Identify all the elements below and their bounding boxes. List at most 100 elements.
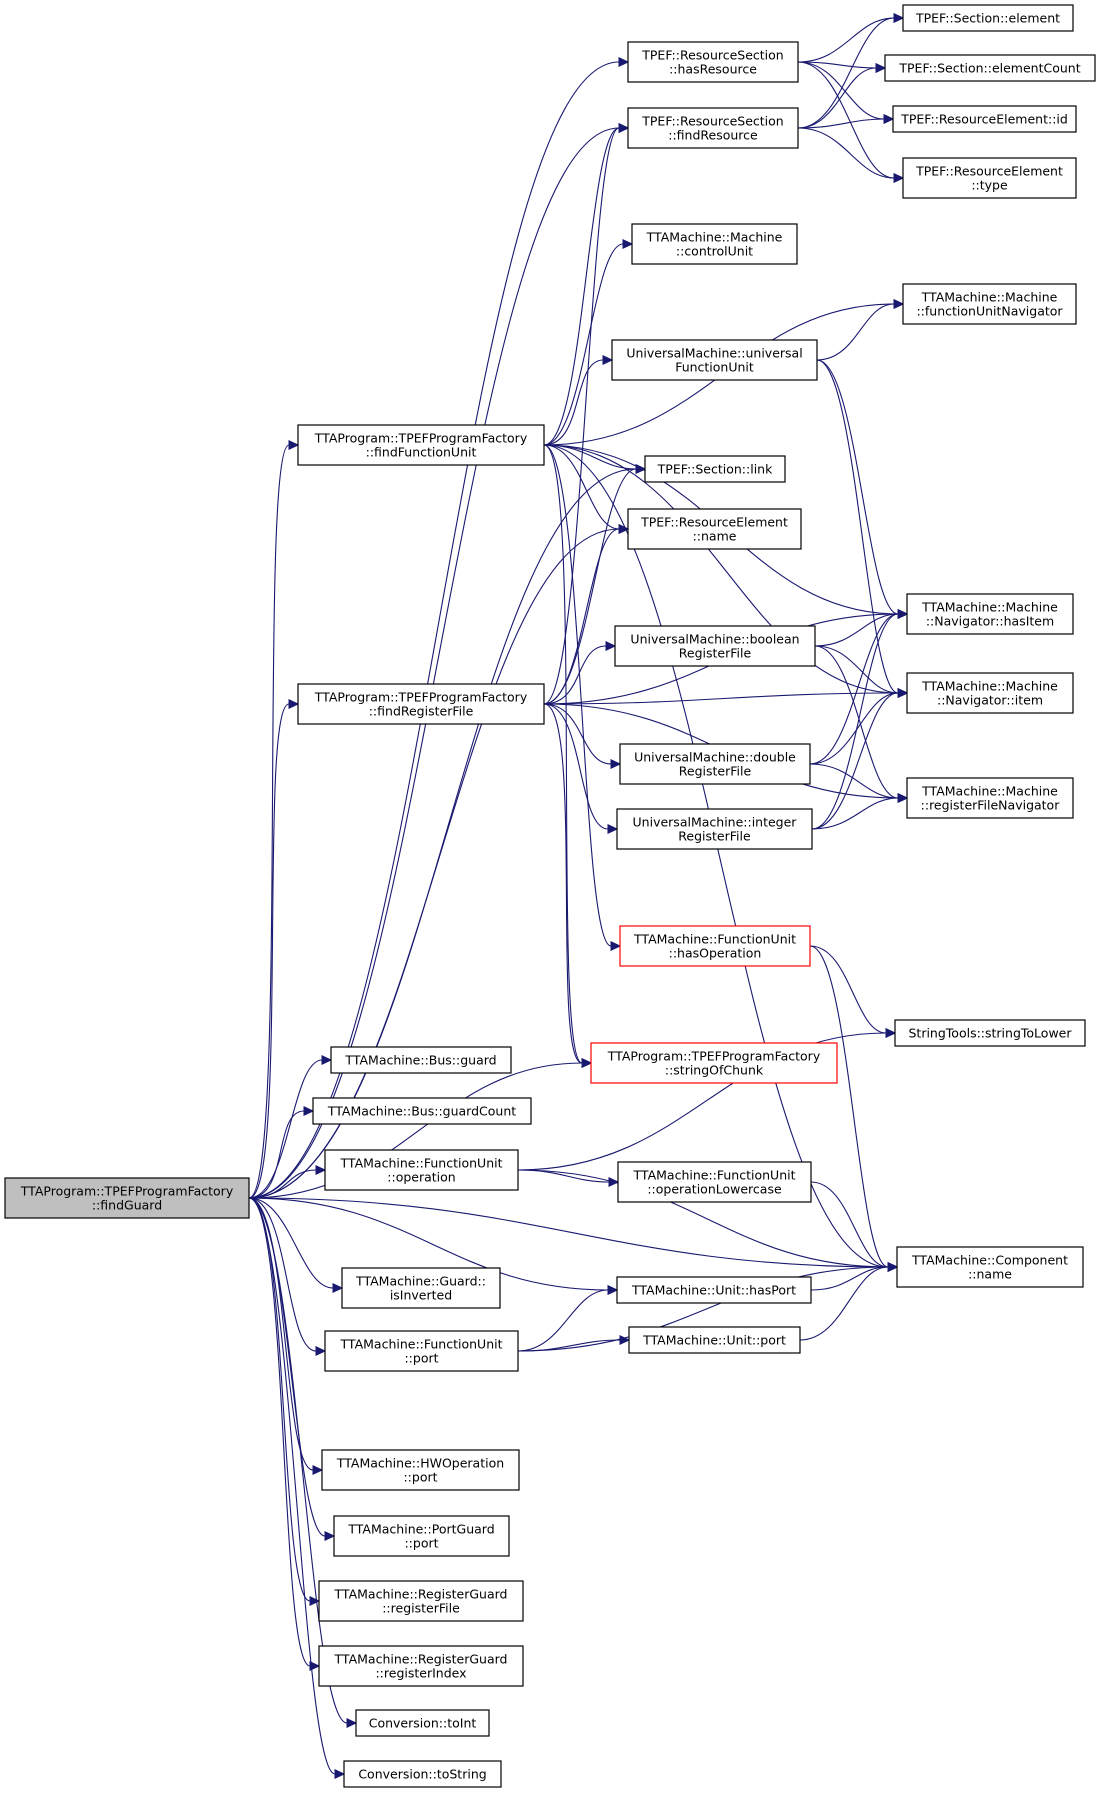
- edge-find-register-file-to-double-rf: [543, 703, 622, 769]
- edge-line: [248, 468, 637, 1199]
- node-box[interactable]: [892, 105, 1077, 133]
- node-box[interactable]: [343, 1760, 502, 1788]
- node-box[interactable]: [644, 455, 786, 483]
- node-box[interactable]: [616, 1276, 812, 1304]
- node-nav-has-item[interactable]: TTAMachine::Machine::Navigator::hasItem: [906, 593, 1074, 635]
- node-conv-to-string[interactable]: Conversion::toString: [343, 1760, 502, 1788]
- node-find-guard[interactable]: TTAProgram::TPEFProgramFactory::findGuar…: [4, 1177, 250, 1219]
- arrowhead: [332, 1283, 344, 1293]
- node-box[interactable]: [902, 283, 1077, 325]
- node-box[interactable]: [297, 683, 545, 725]
- node-fu-has-operation[interactable]: TTAMachine::FunctionUnit::hasOperation: [619, 925, 811, 967]
- node-label-line: TTAMachine::Machine: [921, 679, 1058, 694]
- node-box[interactable]: [324, 1330, 519, 1372]
- node-component-name[interactable]: TTAMachine::Component::name: [896, 1246, 1084, 1288]
- node-box[interactable]: [628, 1326, 801, 1354]
- edge-line: [797, 118, 885, 129]
- node-box[interactable]: [341, 1267, 501, 1309]
- edge-line: [797, 61, 877, 69]
- node-box[interactable]: [884, 54, 1096, 82]
- node-box[interactable]: [333, 1515, 510, 1557]
- node-box[interactable]: [616, 808, 813, 850]
- node-box[interactable]: [619, 743, 811, 785]
- node-box[interactable]: [906, 593, 1074, 635]
- edge-line: [248, 1197, 311, 1667]
- edge-line: [248, 1059, 323, 1199]
- edge-find-register-file-to-int-rf: [543, 703, 619, 834]
- node-guard-inverted[interactable]: TTAMachine::Guard::isInverted: [341, 1267, 501, 1309]
- arrowhead: [334, 1769, 346, 1779]
- arrowhead: [635, 464, 647, 474]
- node-box[interactable]: [590, 1042, 838, 1084]
- node-label-line: UniversalMachine::double: [634, 750, 796, 765]
- node-fu-port[interactable]: TTAMachine::FunctionUnit::port: [324, 1330, 519, 1372]
- node-fu-op-lower[interactable]: TTAMachine::FunctionUnit::operationLower…: [617, 1161, 812, 1203]
- node-box[interactable]: [318, 1645, 524, 1687]
- edges-layer: [248, 13, 909, 1779]
- node-bus-guard[interactable]: TTAMachine::Bus::guard: [330, 1046, 512, 1074]
- node-label-line: ::type: [971, 178, 1008, 193]
- node-box[interactable]: [906, 672, 1074, 714]
- node-string-to-lower[interactable]: StringTools::stringToLower: [894, 1019, 1086, 1047]
- node-box[interactable]: [906, 777, 1074, 819]
- node-has-resource[interactable]: TPEF::ResourceSection::hasResource: [627, 41, 799, 83]
- node-box[interactable]: [324, 1149, 519, 1191]
- node-box[interactable]: [614, 625, 816, 667]
- node-box[interactable]: [611, 339, 818, 381]
- node-find-function-unit[interactable]: TTAProgram::TPEFProgramFactory::findFunc…: [297, 424, 545, 466]
- node-hw-op-port[interactable]: TTAMachine::HWOperation::port: [321, 1449, 520, 1491]
- node-control-unit[interactable]: TTAMachine::Machine::controlUnit: [631, 223, 798, 265]
- node-box[interactable]: [330, 1046, 512, 1074]
- node-box[interactable]: [896, 1246, 1084, 1288]
- node-find-resource[interactable]: TPEF::ResourceSection::findResource: [627, 107, 799, 149]
- node-box[interactable]: [627, 41, 799, 83]
- node-box[interactable]: [355, 1709, 490, 1737]
- node-section-link[interactable]: TPEF::Section::link: [644, 455, 786, 483]
- node-find-register-file[interactable]: TTAProgram::TPEFProgramFactory::findRegi…: [297, 683, 545, 725]
- node-res-element-type[interactable]: TPEF::ResourceElement::type: [902, 157, 1077, 199]
- node-nav-item[interactable]: TTAMachine::Machine::Navigator::item: [906, 672, 1074, 714]
- edge-double-rf-to-nav-item: [809, 688, 909, 765]
- node-unit-has-port[interactable]: TTAMachine::Unit::hasPort: [616, 1276, 812, 1304]
- edge-line: [248, 1197, 334, 1289]
- node-box[interactable]: [297, 424, 545, 466]
- node-box[interactable]: [627, 107, 799, 149]
- node-box[interactable]: [894, 1019, 1086, 1047]
- node-box[interactable]: [902, 157, 1077, 199]
- node-element-count[interactable]: TPEF::Section::elementCount: [884, 54, 1096, 82]
- node-section-element[interactable]: TPEF::Section::element: [902, 4, 1074, 32]
- node-fu-navigator[interactable]: TTAMachine::Machine::functionUnitNavigat…: [902, 283, 1077, 325]
- node-rg-register-index[interactable]: TTAMachine::RegisterGuard::registerIndex: [318, 1645, 524, 1687]
- node-box[interactable]: [318, 1580, 524, 1622]
- node-port-guard-port[interactable]: TTAMachine::PortGuard::port: [333, 1515, 510, 1557]
- node-label-line: TPEF::ResourceSection: [641, 48, 783, 63]
- node-box[interactable]: [617, 1161, 812, 1203]
- node-label-line: TTAMachine::Machine: [921, 290, 1058, 305]
- node-box[interactable]: [902, 4, 1074, 32]
- edge-fu-operation-to-fu-op-lower: [517, 1169, 620, 1187]
- node-unit-port[interactable]: TTAMachine::Unit::port: [628, 1326, 801, 1354]
- node-label-line: TTAMachine::Bus::guard: [344, 1053, 496, 1068]
- node-bus-guard-count[interactable]: TTAMachine::Bus::guardCount: [312, 1097, 532, 1125]
- node-box[interactable]: [321, 1449, 520, 1491]
- node-box[interactable]: [619, 925, 811, 967]
- node-res-element-id[interactable]: TPEF::ResourceElement::id: [892, 105, 1077, 133]
- node-rf-navigator[interactable]: TTAMachine::Machine::registerFileNavigat…: [906, 777, 1074, 819]
- node-box[interactable]: [4, 1177, 250, 1219]
- node-fu-operation[interactable]: TTAMachine::FunctionUnit::operation: [324, 1149, 519, 1191]
- edge-line: [248, 1197, 348, 1724]
- node-res-element-name[interactable]: TPEF::ResourceElement::name: [627, 508, 802, 550]
- node-box[interactable]: [312, 1097, 532, 1125]
- node-string-of-chunk[interactable]: TTAProgram::TPEFProgramFactory::stringOf…: [590, 1042, 838, 1084]
- arrowhead: [309, 1596, 321, 1606]
- node-box[interactable]: [627, 508, 802, 550]
- node-box[interactable]: [631, 223, 798, 265]
- node-rg-register-file[interactable]: TTAMachine::RegisterGuard::registerFile: [318, 1580, 524, 1622]
- edge-line: [248, 703, 290, 1199]
- node-conv-to-int[interactable]: Conversion::toInt: [355, 1709, 490, 1737]
